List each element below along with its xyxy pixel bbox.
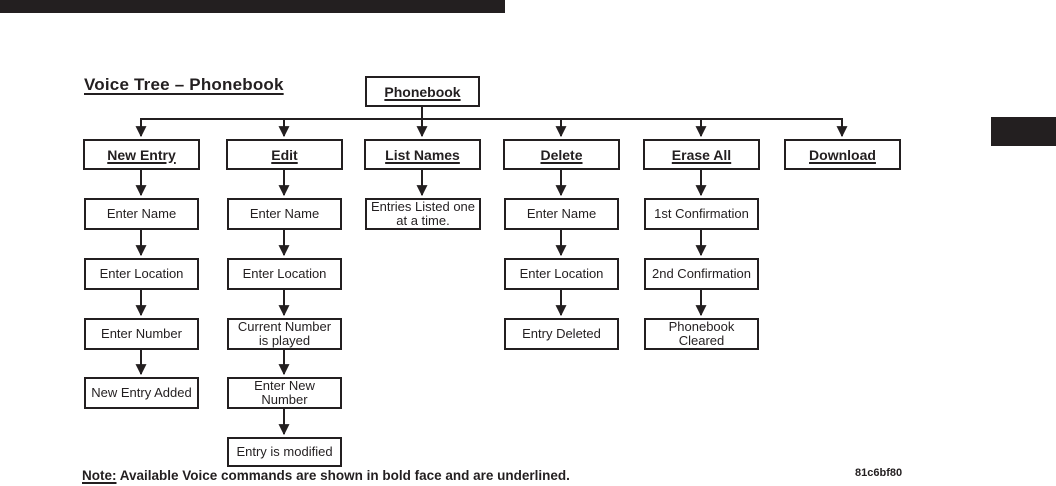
- cmd-download: Download: [784, 139, 901, 170]
- note-text: Note: Available Voice commands are shown…: [82, 468, 570, 483]
- cmd-erase-all-label: Erase All: [671, 146, 732, 163]
- step-edit-enter-new-number: Enter New Number: [227, 377, 342, 409]
- step-new-entry-added: New Entry Added: [84, 377, 199, 409]
- cmd-edit-label: Edit: [271, 146, 298, 163]
- cmd-list-names-label: List Names: [385, 146, 460, 163]
- cmd-new-entry: New Entry: [83, 139, 200, 170]
- step-erase-phonebook-cleared: Phonebook Cleared: [644, 318, 759, 350]
- cmd-list-names: List Names: [364, 139, 481, 170]
- step-delete-enter-name: Enter Name: [504, 198, 619, 230]
- cmd-edit: Edit: [226, 139, 343, 170]
- note-label: Note:: [82, 468, 117, 483]
- step-list-names-entries-listed: Entries Listed one at a time.: [365, 198, 481, 230]
- cmd-erase-all: Erase All: [643, 139, 760, 170]
- diagram-title: Voice Tree – Phonebook: [84, 75, 284, 94]
- step-edit-entry-modified: Entry is modified: [227, 437, 342, 467]
- section-tab-marker: [991, 117, 1056, 146]
- step-new-entry-enter-number: Enter Number: [84, 318, 199, 350]
- step-edit-enter-name: Enter Name: [227, 198, 342, 230]
- step-edit-current-number-played: Current Number is played: [227, 318, 342, 350]
- cmd-new-entry-label: New Entry: [107, 146, 176, 163]
- step-new-entry-enter-name: Enter Name: [84, 198, 199, 230]
- step-erase-2nd-confirmation: 2nd Confirmation: [644, 258, 759, 290]
- cmd-download-label: Download: [809, 146, 876, 163]
- step-delete-entry-deleted: Entry Deleted: [504, 318, 619, 350]
- figure-code: 81c6bf80: [855, 467, 903, 479]
- node-phonebook-label: Phonebook: [384, 83, 461, 100]
- cmd-delete: Delete: [503, 139, 620, 170]
- step-new-entry-enter-location: Enter Location: [84, 258, 199, 290]
- cmd-delete-label: Delete: [540, 146, 583, 163]
- top-bar: [0, 0, 505, 13]
- step-edit-enter-location: Enter Location: [227, 258, 342, 290]
- step-erase-1st-confirmation: 1st Confirmation: [644, 198, 759, 230]
- node-phonebook: Phonebook: [365, 76, 480, 107]
- note-body: Available Voice commands are shown in bo…: [116, 468, 570, 483]
- step-delete-enter-location: Enter Location: [504, 258, 619, 290]
